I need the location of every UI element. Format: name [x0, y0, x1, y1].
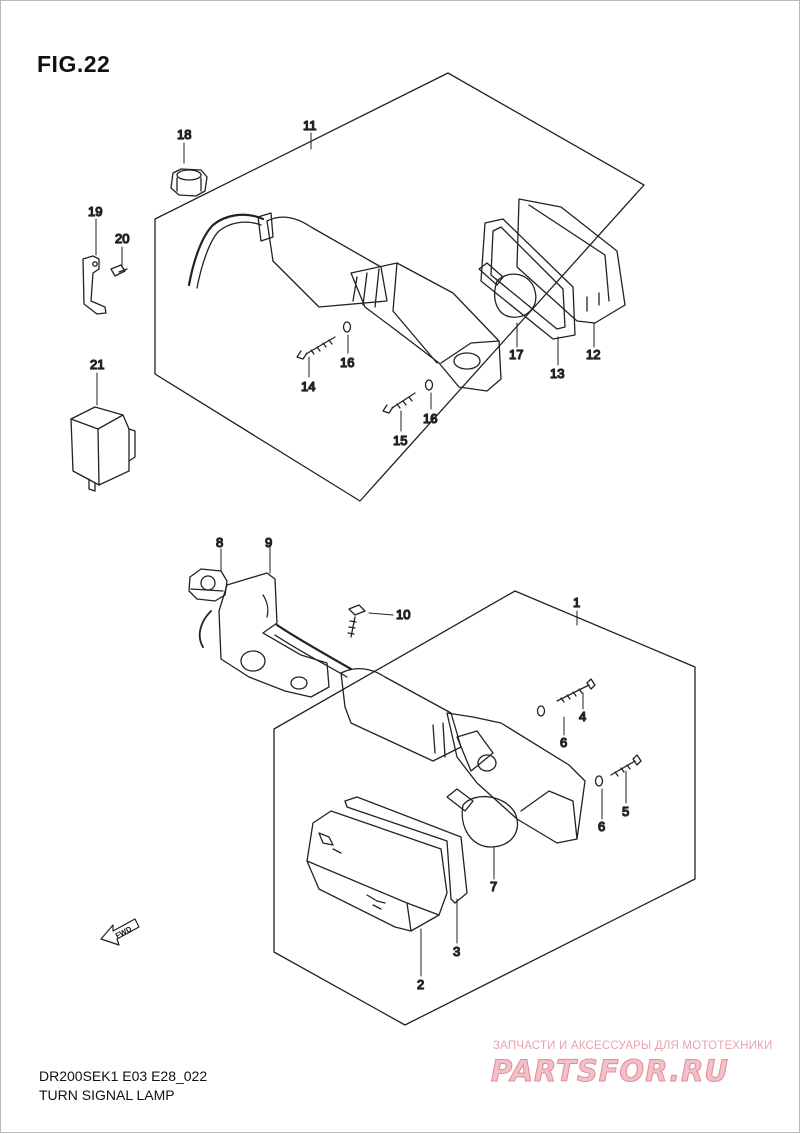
callout-16a: 16	[340, 355, 354, 370]
part-1-front-lamp	[274, 623, 586, 844]
part-18-nut	[170, 168, 208, 197]
callout-1: 1	[573, 595, 580, 610]
part-10-screw	[347, 604, 366, 638]
part-2-lens	[306, 810, 448, 932]
part-21-relay	[70, 406, 136, 492]
part-7-bulb	[446, 788, 519, 848]
callout-20: 20	[115, 231, 129, 246]
callout-16b: 16	[423, 411, 437, 426]
callout-6a: 6	[560, 735, 567, 750]
upper-assembly-outline	[154, 72, 645, 502]
lower-assembly-outline	[273, 590, 696, 1026]
part-14-screw	[296, 336, 336, 360]
callout-15: 15	[393, 433, 407, 448]
part-19-bracket	[82, 255, 107, 315]
part-5-screw	[610, 754, 642, 777]
callout-10: 10	[396, 607, 410, 622]
watermark-logo: PARTSFOR.RU	[491, 1054, 729, 1089]
part-9-bracket	[198, 572, 330, 698]
model-code: DR200SEK1 E03 E28_022	[39, 1068, 208, 1084]
callout-2: 2	[417, 977, 424, 992]
callout-17: 17	[509, 347, 523, 362]
part-15-screw	[382, 392, 416, 414]
part-16b-washer	[424, 379, 434, 391]
part-11-rear-lamp	[187, 212, 502, 392]
part-4-screw	[556, 678, 596, 703]
watermark-tagline: ЗАПЧАСТИ И АКСЕССУАРЫ ДЛЯ МОТОТЕХНИКИ	[493, 1040, 773, 1052]
callout-12: 12	[586, 347, 600, 362]
leader-lines	[95, 132, 627, 977]
fwd-arrow-icon: FWD	[100, 918, 140, 946]
part-3-gasket	[344, 796, 468, 904]
callout-7: 7	[490, 879, 497, 894]
part-20-screw	[110, 264, 128, 277]
part-6a-washer	[536, 705, 546, 717]
part-13-gasket	[480, 218, 576, 340]
part-6b-washer	[594, 775, 604, 787]
callout-8: 8	[216, 535, 223, 550]
callout-19: 19	[88, 204, 102, 219]
callout-4: 4	[579, 709, 586, 724]
callout-11: 11	[303, 118, 317, 133]
callout-21: 21	[90, 357, 104, 372]
part-17-bulb	[478, 262, 537, 318]
callout-3: 3	[453, 944, 460, 959]
callout-5: 5	[622, 804, 629, 819]
callout-6b: 6	[598, 819, 605, 834]
part-8-nut	[188, 568, 228, 602]
part-16a-washer	[342, 321, 352, 333]
callout-9: 9	[265, 535, 272, 550]
part-12-lens	[516, 198, 626, 324]
figure-title: FIG.22	[37, 51, 111, 77]
callout-18: 18	[177, 127, 191, 142]
callout-14: 14	[301, 379, 315, 394]
figure-name: TURN SIGNAL LAMP	[39, 1087, 175, 1103]
callout-13: 13	[550, 366, 564, 381]
